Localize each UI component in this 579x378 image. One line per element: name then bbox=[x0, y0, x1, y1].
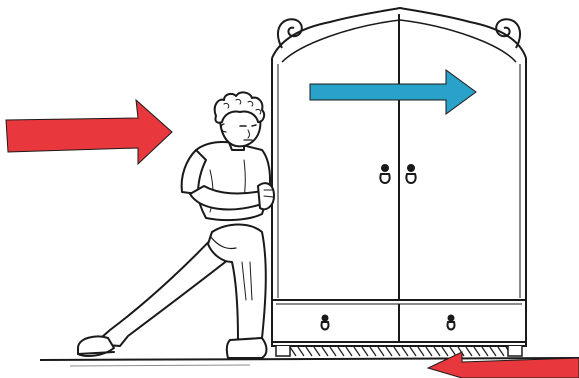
drawer-handle-left bbox=[322, 316, 329, 330]
push-force-arrow bbox=[6, 100, 172, 164]
base-shadow-hatching bbox=[290, 347, 512, 356]
door-handle-right bbox=[406, 165, 415, 183]
drawer-handle-right bbox=[448, 316, 455, 330]
door-handle-left bbox=[380, 165, 389, 183]
wardrobe bbox=[272, 8, 526, 356]
